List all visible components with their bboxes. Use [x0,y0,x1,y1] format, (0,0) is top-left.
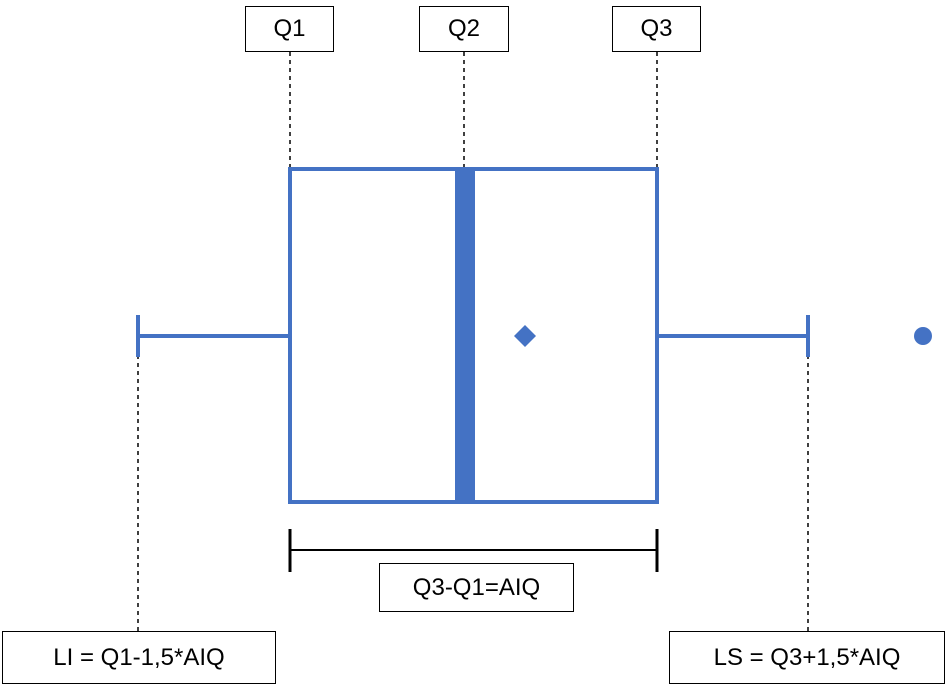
q3-label: Q3 [612,6,701,52]
upper-limit-label: LS = Q3+1,5*AIQ [669,631,945,684]
mean-diamond-marker [514,325,536,347]
q2-label: Q2 [419,6,509,52]
iqr-label: Q3-Q1=AIQ [379,563,574,612]
median-line [455,169,475,502]
q1-label: Q1 [245,6,334,52]
lower-limit-label: LI = Q1-1,5*AIQ [2,631,276,684]
outlier-point [914,327,932,345]
